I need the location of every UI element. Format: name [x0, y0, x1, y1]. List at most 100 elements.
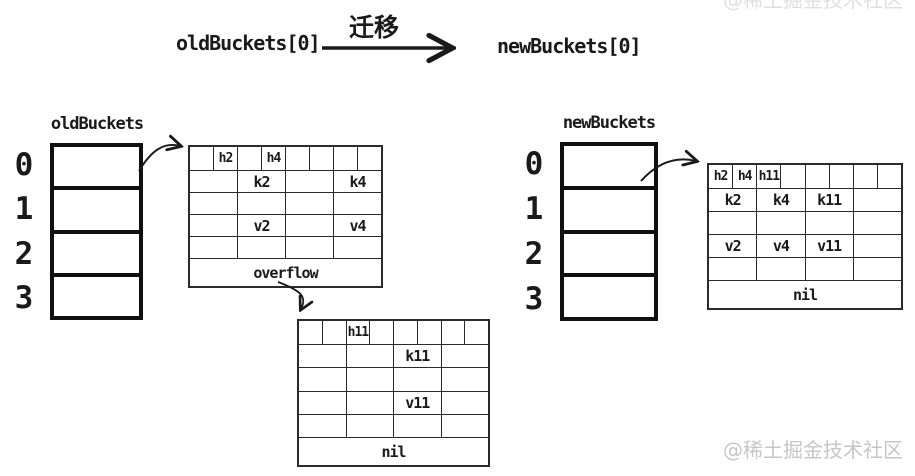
key-cell — [285, 171, 333, 192]
slot-row — [299, 413, 489, 437]
footer-cell: overflow — [190, 258, 381, 286]
watermark-top-clipped: @稀土掘金技术社区 — [723, 0, 903, 12]
empty-cell — [852, 258, 901, 280]
value-cell: v2 — [237, 215, 285, 236]
slot-row — [709, 257, 901, 280]
values-row: v2 v4 — [190, 214, 381, 236]
tophash-cell — [309, 147, 333, 170]
empty-cell — [804, 258, 853, 280]
value-cell — [285, 215, 333, 236]
old-buckets-array — [50, 143, 143, 320]
empty-cell — [190, 193, 237, 214]
key-cell — [190, 171, 237, 192]
bucket-slot — [54, 272, 139, 316]
empty-cell — [709, 258, 756, 280]
bucket-slot — [564, 273, 654, 317]
bucket-index: 2 — [524, 235, 544, 272]
tophash-cell — [237, 147, 261, 170]
tophash-cell — [804, 165, 829, 188]
old-bucket-table: h2 h4 k2 k4 v2 v4 — [188, 145, 383, 288]
empty-cell — [333, 237, 381, 258]
watermark: @稀土掘金技术社区 — [723, 438, 903, 462]
value-cell — [852, 235, 901, 257]
tophash-cell — [369, 321, 393, 344]
slot-row — [299, 367, 489, 391]
key-cell: k4 — [333, 171, 381, 192]
bucket-index: 1 — [14, 191, 34, 228]
key-cell — [440, 345, 489, 368]
bucket-index: 3 — [14, 279, 34, 316]
empty-cell — [440, 368, 489, 391]
bucket-index: 3 — [524, 280, 544, 317]
tophash-cell — [299, 321, 322, 344]
slot-row — [190, 236, 381, 258]
bucket-slot — [564, 146, 654, 186]
tophash-cell — [416, 321, 441, 344]
tophash-cell — [876, 165, 901, 188]
new-buckets-array — [560, 142, 658, 321]
old-buckets-title: oldBuckets — [50, 114, 144, 134]
tophash-row: h2 h4 h11 — [709, 165, 901, 188]
keys-row: k11 — [299, 344, 489, 368]
tophash-cell — [321, 321, 346, 344]
tophash-cell — [285, 147, 309, 170]
bucket-slot — [54, 186, 139, 229]
slot-row — [709, 211, 901, 234]
bucket-slot — [54, 147, 139, 186]
key-cell — [852, 189, 901, 211]
tophash-cell — [357, 147, 381, 170]
empty-cell — [190, 237, 237, 258]
empty-cell — [756, 212, 804, 234]
value-cell: v4 — [333, 215, 381, 236]
value-cell — [299, 392, 346, 414]
migration-arrow-label: 迁移 — [349, 13, 400, 42]
value-cell: v2 — [724, 237, 742, 255]
key-cell: k11 — [804, 189, 853, 211]
tophash-cell — [393, 321, 417, 344]
empty-cell — [237, 193, 285, 214]
empty-cell — [285, 237, 333, 258]
bucket-index: 0 — [524, 146, 544, 183]
empty-cell — [852, 212, 901, 234]
value-cell: v11 — [393, 391, 441, 414]
source-bucket-label: oldBuckets[0] — [176, 31, 321, 55]
tophash-cell: h11 — [345, 321, 370, 344]
empty-cell — [440, 414, 489, 437]
overflow-bucket-table: h11 k11 v11 — [297, 319, 490, 467]
tophash-cell — [464, 321, 488, 344]
value-cell: v11 — [804, 235, 853, 257]
value-cell — [440, 391, 489, 414]
key-cell: k4 — [756, 189, 804, 211]
new-bucket-table: h2 h4 h11 k2 k4 k11 v2 v4 v11 — [707, 163, 903, 310]
keys-row: k2 k4 k11 — [709, 188, 901, 211]
key-cell: k11 — [393, 345, 441, 368]
values-row: v2 v4 v11 — [709, 234, 901, 257]
empty-cell — [345, 368, 394, 391]
tophash-cell: h4 — [261, 147, 285, 170]
value-cell — [190, 215, 237, 236]
slot-row — [190, 192, 381, 214]
tophash-cell — [333, 147, 357, 170]
tophash-row: h2 h4 — [190, 147, 381, 170]
new-buckets-index-column: 0 1 2 3 — [518, 142, 550, 321]
tophash-cell — [828, 165, 853, 188]
empty-cell — [237, 237, 285, 258]
bucket-index: 2 — [14, 235, 34, 272]
key-cell — [345, 345, 394, 368]
tophash-cell: h4 — [732, 165, 756, 188]
tophash-cell — [440, 321, 465, 344]
empty-cell — [333, 193, 381, 214]
target-bucket-label: newBuckets[0] — [497, 34, 642, 58]
empty-cell — [345, 414, 394, 437]
empty-cell — [709, 212, 756, 234]
value-cell — [345, 391, 394, 414]
empty-cell — [393, 368, 441, 391]
bucket-slot — [54, 229, 139, 273]
empty-cell — [804, 212, 853, 234]
tophash-cell — [780, 165, 804, 188]
old-bucket-pointer-arrow — [138, 145, 180, 172]
tophash-cell — [190, 147, 213, 170]
key-cell: k2 — [724, 191, 742, 209]
old-buckets-index-column: 0 1 2 3 — [8, 143, 40, 320]
